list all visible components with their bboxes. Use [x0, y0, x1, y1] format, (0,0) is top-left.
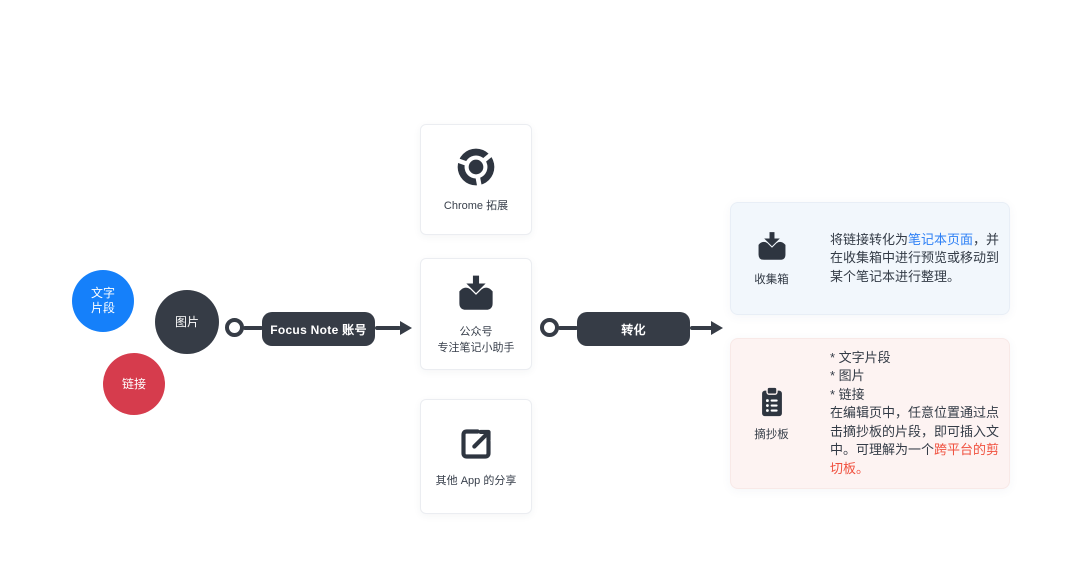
- share-icon: [456, 424, 496, 464]
- chrome-icon: [454, 145, 498, 189]
- arrow-head-icon: [400, 321, 412, 335]
- card-collection-description: 将链接转化为笔记本页面，并在收集箱中进行预览或移动到某个笔记本进行整理。: [830, 231, 1000, 284]
- card-clipboard: 摘抄板 * 文字片段* 图片* 链接在编辑页中，任意位置通过点击摘抄板的片段，即…: [730, 338, 1010, 489]
- channel-label: Chrome 拓展: [443, 200, 509, 212]
- inbox-icon: [455, 273, 497, 315]
- convert-pill-label: 转化: [621, 322, 646, 337]
- convert-pill: 转化: [577, 312, 690, 346]
- source-circle-label: 文字 片段: [90, 286, 115, 315]
- source-circle-text-fragment: 文字 片段: [72, 270, 134, 332]
- card-title: 摘抄板: [754, 429, 789, 441]
- card-clipboard-left: 摘抄板: [731, 339, 812, 488]
- channel-label: 其他 App 的分享: [435, 475, 517, 487]
- arrow-head-icon: [711, 321, 723, 335]
- arrow-shaft: [375, 326, 401, 330]
- source-circle-link: 链接: [103, 353, 165, 415]
- card-collection-left: 收集箱: [731, 203, 812, 314]
- source-circle-label: 图片: [174, 314, 199, 329]
- inbox-icon: [755, 230, 789, 264]
- card-collection-box: 收集箱 将链接转化为笔记本页面，并在收集箱中进行预览或移动到某个笔记本进行整理。: [730, 202, 1010, 315]
- card-title: 收集箱: [754, 274, 789, 286]
- channel-box-chrome-extension: Chrome 拓展: [420, 124, 532, 235]
- clipboard-icon: [755, 385, 789, 419]
- connector-line: [243, 326, 263, 330]
- arrow-shaft: [690, 326, 713, 330]
- connector-ring: [225, 318, 244, 337]
- channel-label: 公众号 专注笔记小助手: [437, 325, 515, 354]
- card-clipboard-description: * 文字片段* 图片* 链接在编辑页中，任意位置通过点击摘抄板的片段，即可插入文…: [830, 349, 1000, 476]
- account-pill: Focus Note 账号: [262, 312, 375, 346]
- channel-box-other-app-share: 其他 App 的分享: [420, 399, 532, 514]
- connector-line: [558, 326, 578, 330]
- connector-ring: [540, 318, 559, 337]
- channel-box-official-account: 公众号 专注笔记小助手: [420, 258, 532, 370]
- account-pill-label: Focus Note 账号: [270, 322, 367, 337]
- source-circle-label: 链接: [121, 376, 146, 391]
- source-circle-image: 图片: [155, 290, 219, 354]
